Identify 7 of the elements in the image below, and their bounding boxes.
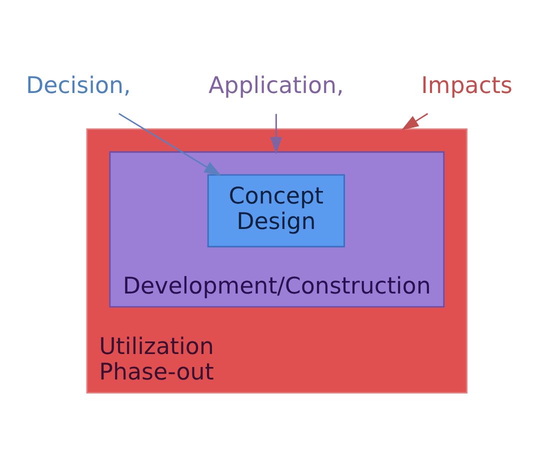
- node-text: Decision,: [26, 72, 131, 98]
- node-text: Application,: [208, 72, 344, 98]
- node-box: Concept Design: [207, 174, 345, 247]
- arrow: [270, 113, 282, 154]
- arrow: [401, 112, 428, 130]
- node-text: Impacts: [421, 72, 512, 98]
- arrow: [118, 112, 222, 176]
